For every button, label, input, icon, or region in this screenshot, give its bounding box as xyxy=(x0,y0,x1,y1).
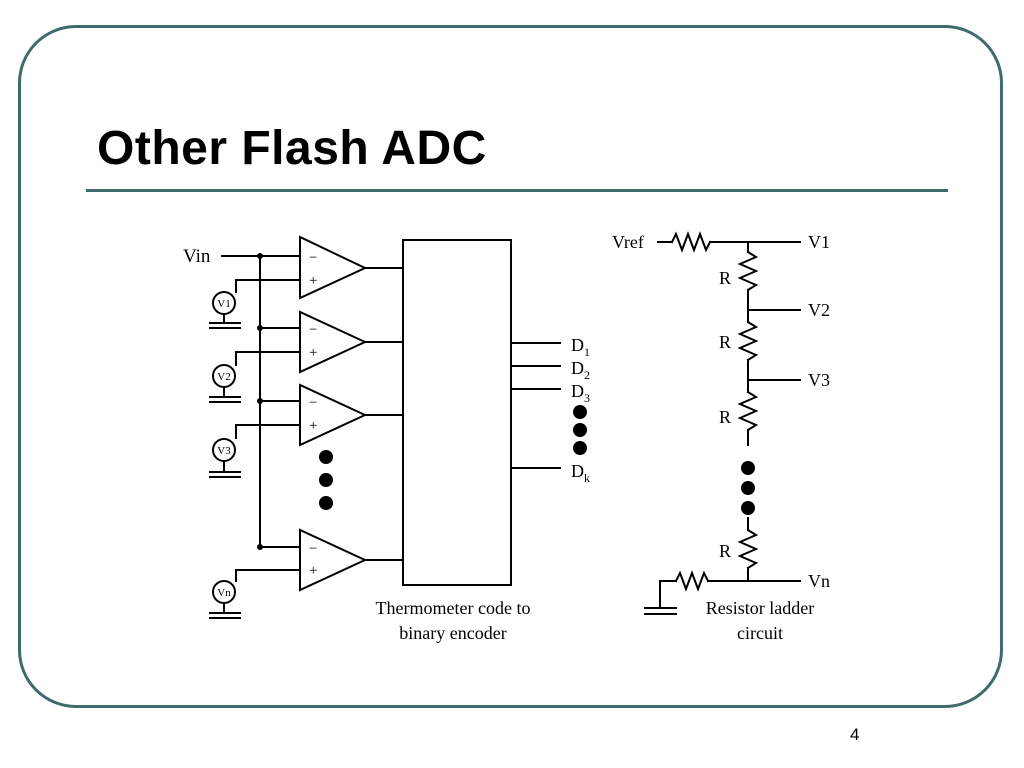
comparator-3 xyxy=(299,383,368,447)
output-label-dk: Dk xyxy=(571,461,590,485)
comparator-bank xyxy=(221,235,404,592)
source-label-v2: V2 xyxy=(217,371,230,383)
resistor-ladder xyxy=(644,231,801,615)
ground-resistor xyxy=(674,570,710,592)
comparator-2 xyxy=(299,310,368,374)
encoder-block xyxy=(402,239,512,586)
resistor-label: R xyxy=(719,407,731,427)
source-label-vn: Vn xyxy=(217,587,231,599)
plus-sign: + xyxy=(309,563,317,579)
output-label-d3: D3 xyxy=(571,381,590,405)
ladder-caption-line-1: Resistor ladder xyxy=(706,598,814,618)
slide-frame xyxy=(18,25,1003,708)
comparator-1 xyxy=(299,235,368,300)
tap-label-v1: V1 xyxy=(808,232,830,252)
vref-label: Vref xyxy=(612,232,644,252)
plus-sign: + xyxy=(309,273,317,289)
tap-label-v2: V2 xyxy=(808,300,830,320)
ladder-resistor-3 xyxy=(737,390,759,432)
comparator-n xyxy=(299,528,368,592)
ladder-resistor-n xyxy=(737,528,759,570)
tap-label-v3: V3 xyxy=(808,370,830,390)
source-label-v3: V3 xyxy=(217,445,231,457)
resistor-label: R xyxy=(719,332,731,352)
reference-source-v3 xyxy=(209,438,241,478)
minus-sign: − xyxy=(309,322,317,338)
resistor-label: R xyxy=(719,541,731,561)
encoder-caption-line-1: Thermometer code to xyxy=(376,598,531,618)
vin-label: Vin xyxy=(183,246,211,267)
reference-source-vn xyxy=(209,580,241,619)
title-underline xyxy=(86,189,948,192)
output-label-d1: D1 xyxy=(571,335,590,359)
plus-sign: + xyxy=(309,418,317,434)
minus-sign: − xyxy=(309,395,317,411)
plus-sign: + xyxy=(309,345,317,361)
source-label-v1: V1 xyxy=(217,298,230,310)
resistor-label: R xyxy=(719,268,731,288)
tap-label-vn: Vn xyxy=(808,571,830,591)
slide-title: Other Flash ADC xyxy=(97,122,487,175)
ladder-resistor-1 xyxy=(737,250,759,292)
page-number: 4 xyxy=(850,725,860,744)
reference-source-v1 xyxy=(209,291,241,329)
continuation-dots xyxy=(319,405,755,515)
reference-source-v2 xyxy=(209,364,241,403)
minus-sign: − xyxy=(309,541,317,557)
ladder-caption-line-2: circuit xyxy=(737,623,783,643)
ladder-resistor-2 xyxy=(737,320,759,362)
vref-resistor xyxy=(670,231,712,253)
output-label-d2: D2 xyxy=(571,358,590,382)
encoder-caption-line-2: binary encoder xyxy=(399,623,506,643)
minus-sign: − xyxy=(309,250,317,266)
